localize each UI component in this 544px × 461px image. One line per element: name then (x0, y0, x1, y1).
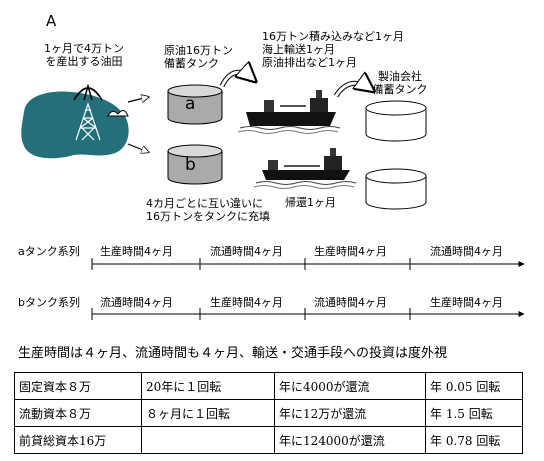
timeline-b-segment: 流通時間4ヶ月 (100, 296, 173, 309)
timeline-a-axis (91, 258, 525, 270)
timeline-a-segment: 生産時間4ヶ月 (314, 245, 387, 258)
table-cell: ８ヶ月に１回転 (141, 399, 275, 427)
tanker-ship-loaded (237, 90, 341, 134)
table-row: 流動資本８万 ８ヶ月に１回転 年に12万が還流 年 1.5 回転 (14, 399, 523, 427)
fill-label-line: 16万トンをタンクに充填 (146, 210, 270, 223)
refinery-label: 製油会社 備蓄タンク (370, 70, 430, 96)
table-cell: 前貸総資本16万 (14, 426, 142, 454)
table-cell: 年 0.78 回転 (425, 426, 523, 454)
shipping-label-line: 16万トン積み込みなど1ヶ月 (262, 30, 404, 43)
fill-label: 4カ月ごとに互い違いに 16万トンをタンクに充填 (146, 197, 270, 223)
tank-b (167, 144, 223, 185)
table-cell: 年 1.5 回転 (425, 399, 523, 427)
tank-a (167, 84, 223, 125)
timeline-b-segment: 生産時間4ヶ月 (210, 296, 283, 309)
shipping-label: 16万トン積み込みなど1ヶ月 海上輸送1ヶ月 原油排出など1ヶ月 (262, 30, 404, 69)
table-cell: 年 0.05 回転 (425, 372, 523, 400)
capital-table: 固定資本８万 20年に１回転 年に4000が還流 年 0.05 回転 流動資本８… (14, 372, 523, 454)
reserve-tank-label-line: 備蓄タンク (164, 57, 219, 70)
timeline-b-segment: 生産時間4ヶ月 (430, 296, 503, 309)
fill-label-line: 4カ月ごとに互い違いに (146, 197, 263, 210)
shipping-label-line: 海上輸送1ヶ月 (262, 43, 335, 56)
table-cell: 年に4000が還流 (274, 372, 426, 400)
table-cell (141, 426, 275, 454)
timeline-b-segment: 流通時間4ヶ月 (314, 296, 387, 309)
oilfield-label-line: を産出する油田 (45, 55, 123, 68)
shipping-label-line: 原油排出など1ヶ月 (262, 56, 357, 69)
return-label: 帰還1ヶ月 (285, 196, 336, 209)
tank-b-label: b (185, 155, 196, 175)
timeline-a-segment: 流通時間4ヶ月 (430, 245, 503, 258)
oilfield-label-line: 1ヶ月で4万トン (44, 42, 124, 55)
refinery-tank-lower (365, 168, 427, 210)
summary-text: 生産時間は４ヶ月、流通時間も４ヶ月、輸送・交通手段への投資は度外視 (18, 346, 448, 361)
timeline-b-axis (91, 308, 525, 320)
table-cell: 年に12万が還流 (274, 399, 426, 427)
table-row: 固定資本８万 20年に１回転 年に4000が還流 年 0.05 回転 (14, 372, 523, 400)
table-cell: 固定資本８万 (14, 372, 142, 400)
oilfield-label: 1ヶ月で4万トン を産出する油田 (36, 42, 132, 68)
reserve-tank-label-line: 原油16万トン (164, 44, 233, 57)
refinery-tank-upper (365, 100, 427, 142)
refinery-label-line: 備蓄タンク (372, 83, 428, 96)
oilfield-illustration (21, 83, 129, 159)
timeline-a-name: aタンク系列 (18, 245, 80, 258)
table-row: 前貸総資本16万 年に124000が還流 年 0.78 回転 (14, 426, 523, 454)
tanker-ship-returning (253, 148, 357, 189)
table-cell: 20年に１回転 (141, 372, 275, 400)
table-cell: 年に124000が還流 (274, 426, 426, 454)
timeline-b-name: bタンク系列 (18, 296, 80, 309)
table-cell: 流動資本８万 (14, 399, 142, 427)
tank-a-label: a (185, 94, 196, 114)
panel-letter: A (46, 12, 57, 30)
reserve-tank-label: 原油16万トン 備蓄タンク (164, 44, 233, 70)
timeline-a-segment: 流通時間4ヶ月 (210, 245, 283, 258)
timeline-a-segment: 生産時間4ヶ月 (100, 245, 173, 258)
refinery-label-line: 製油会社 (378, 70, 422, 83)
